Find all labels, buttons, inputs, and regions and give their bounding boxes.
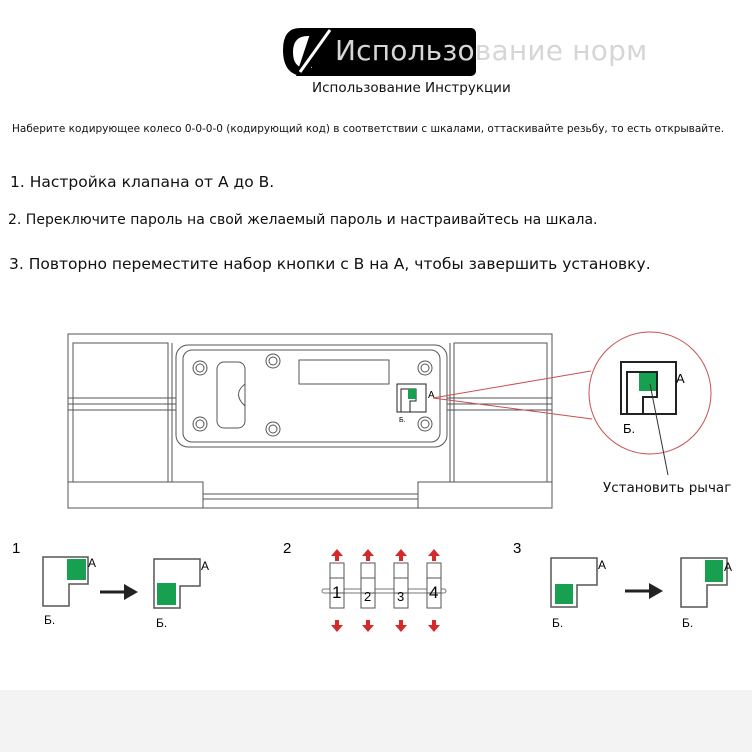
instruction-step-1: 1. Настройка клапана от А до В. [10, 173, 275, 191]
step1-before-label-a: А [88, 556, 96, 570]
lever-switch-small [396, 383, 427, 413]
label-a-small: А [428, 390, 435, 401]
arrow-up-icon [362, 549, 374, 561]
code-dial-1[interactable]: 1 [329, 549, 345, 632]
arrow-down-icon [331, 620, 343, 632]
code-dial-2[interactable]: 2 [360, 549, 376, 632]
step3-after [680, 557, 728, 608]
instruction-step-2: 2. Переключите пароль на свой желаемый п… [8, 212, 598, 228]
lever-pointer-line [649, 383, 669, 476]
arrow-up-icon [395, 549, 407, 561]
dial-rod [321, 588, 447, 594]
page-title: Использование норм [335, 34, 648, 67]
step1-after-label-a: А [201, 559, 209, 573]
arrow-up-icon [331, 549, 343, 561]
device-drawing [67, 333, 553, 509]
step1-after-label-b: Б. [156, 616, 167, 630]
step3-arrow-icon [625, 583, 663, 599]
dial-digit: 3 [397, 589, 404, 604]
instruction-step-3: 3. Повторно переместите набор кнопки с В… [9, 255, 651, 273]
arrow-down-icon [428, 620, 440, 632]
step3-before-label-a: А [598, 558, 606, 572]
lever-switch-large [620, 361, 677, 415]
code-dial-3[interactable]: 3 [393, 549, 409, 632]
step1-after [153, 558, 201, 609]
step2-number: 2 [283, 540, 291, 557]
code-dials: 1 2 3 4 [329, 549, 442, 632]
footer-band [0, 690, 752, 752]
instruction-intro: Наберите кодирующее колесо 0-0-0-0 (коди… [12, 123, 725, 135]
step3-before [550, 557, 598, 608]
step3-number: 3 [513, 540, 521, 557]
dial-digit: 2 [364, 589, 371, 604]
arrow-down-icon [362, 620, 374, 632]
header-badge [283, 28, 476, 76]
lever-caption: Установить рычаг [603, 480, 732, 496]
step1-before-label-b: Б. [44, 613, 55, 627]
dial-digit: 4 [429, 583, 438, 602]
callout-magnifier [432, 331, 712, 455]
step3-after-label-a: А [724, 560, 732, 574]
page-subtitle: Использование Инструкции [312, 80, 511, 96]
step3-before-label-b: Б. [552, 616, 563, 630]
label-b-small: Б. [399, 417, 406, 424]
rivets [192, 353, 433, 437]
label-b-large: Б. [623, 421, 635, 436]
dial-digit: 1 [332, 583, 341, 602]
code-dial-4[interactable]: 4 [426, 549, 442, 632]
step3-after-label-b: Б. [682, 616, 693, 630]
label-a-large: А [676, 371, 685, 386]
step1-arrow-icon [100, 584, 138, 600]
arrow-up-icon [428, 549, 440, 561]
step1-before [42, 556, 89, 607]
arrow-down-icon [395, 620, 407, 632]
step1-number: 1 [12, 540, 20, 557]
